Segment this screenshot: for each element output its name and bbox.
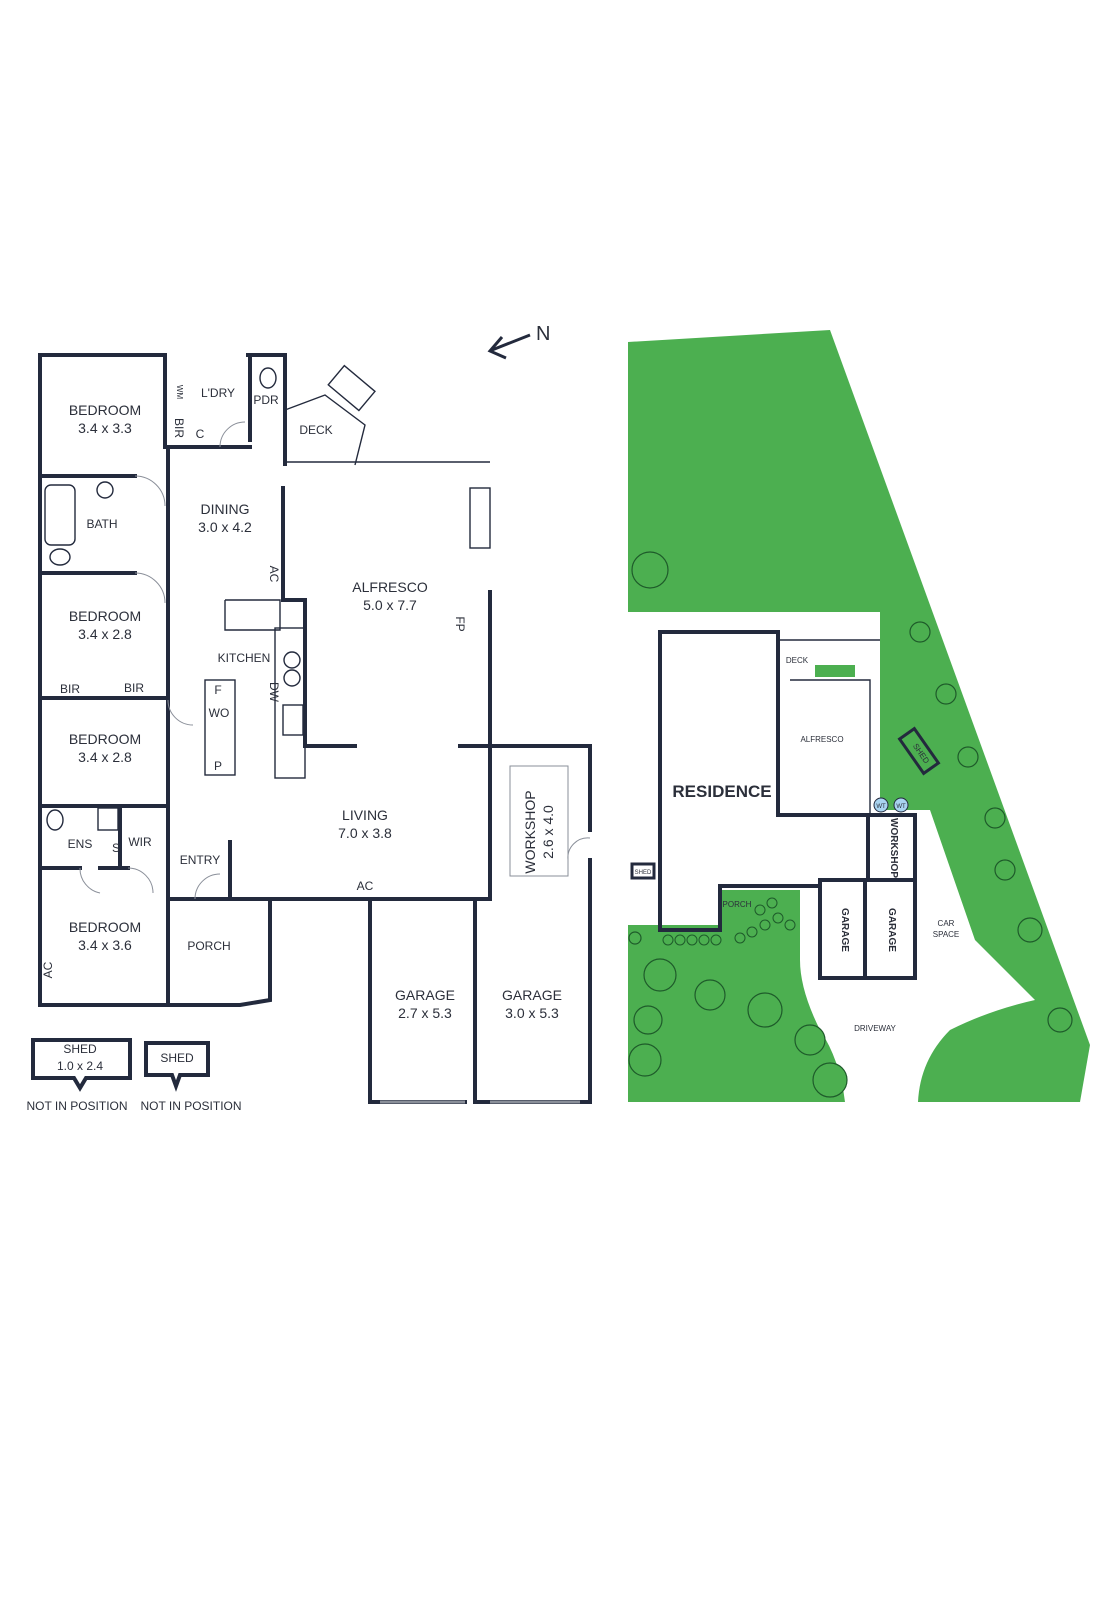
workshop-dim: 2.6 x 4.0	[540, 805, 556, 859]
s-label: S	[112, 841, 120, 855]
site-porch-label: PORCH	[723, 900, 752, 909]
ens-label: ENS	[68, 837, 93, 851]
hedge-icons	[662, 897, 796, 946]
wt1-label: WT	[876, 804, 886, 810]
site-plan-labels: RESIDENCE DECK ALFRESCO SHED SHED WT WT …	[635, 656, 960, 1033]
not-in-position-1: NOT IN POSITION	[26, 1099, 127, 1113]
tree-icons	[628, 551, 1073, 1098]
bedroom2-label: BEDROOM	[69, 608, 141, 624]
bedroom3-label: BEDROOM	[69, 731, 141, 747]
alfresco-label: ALFRESCO	[352, 579, 428, 595]
bir3-label: BIR	[124, 681, 144, 695]
wm-label: WM	[175, 385, 184, 400]
bir1-label: BIR	[172, 418, 186, 438]
site-shed2-label: SHED	[635, 870, 652, 876]
site-garage2-label: GARAGE	[886, 908, 897, 952]
driveway-label: DRIVEWAY	[854, 1024, 896, 1033]
residence-label: RESIDENCE	[672, 782, 771, 801]
bath-label: BATH	[86, 517, 117, 531]
garage1-dim: 2.7 x 5.3	[398, 1005, 452, 1021]
workshop-label: WORKSHOP	[522, 790, 538, 873]
c-label: C	[196, 427, 205, 441]
not-in-position-2: NOT IN POSITION	[140, 1099, 241, 1113]
bedroom1-label: BEDROOM	[69, 402, 141, 418]
north-label: N	[536, 323, 550, 345]
ac2-label: AC	[357, 879, 374, 893]
ac1-label: AC	[267, 566, 281, 583]
fp-label: FP	[453, 616, 467, 631]
wo-label: WO	[209, 706, 230, 720]
living-label: LIVING	[342, 807, 388, 823]
bedroom4-dim: 3.4 x 3.6	[78, 937, 132, 953]
bedroom3-dim: 3.4 x 2.8	[78, 749, 132, 765]
wir-label: WIR	[128, 835, 152, 849]
dining-label: DINING	[201, 501, 250, 517]
bedroom4-label: BEDROOM	[69, 919, 141, 935]
site-alfresco-label: ALFRESCO	[800, 735, 843, 744]
north-arrow-icon	[487, 333, 531, 360]
entry-label: ENTRY	[180, 853, 220, 867]
ac3-label: AC	[41, 961, 55, 978]
site-deck-label: DECK	[786, 656, 809, 665]
bedroom2-dim: 3.4 x 2.8	[78, 626, 132, 642]
sheds	[31, 1038, 210, 1092]
garage1-label: GARAGE	[395, 987, 455, 1003]
living-dim: 7.0 x 3.8	[338, 825, 392, 841]
kitchen-label: KITCHEN	[218, 651, 271, 665]
ldry-label: L'DRY	[201, 386, 235, 400]
floor-plan-walls	[38, 353, 592, 1104]
pdr-label: PDR	[253, 393, 279, 407]
garage2-dim: 3.0 x 5.3	[505, 1005, 559, 1021]
p-label: P	[214, 759, 222, 773]
dw-label: DW	[267, 682, 281, 703]
site-garage1-label: GARAGE	[839, 908, 850, 952]
garage2-label: GARAGE	[502, 987, 562, 1003]
site-plan	[628, 330, 1090, 1102]
deck-label: DECK	[299, 423, 332, 437]
f-label: F	[214, 683, 221, 697]
wt2-label: WT	[896, 804, 906, 810]
shed1-dim: 1.0 x 2.4	[57, 1059, 103, 1073]
driveway-area	[628, 612, 1035, 1102]
site-workshop-label: WORKSHOP	[888, 818, 899, 878]
bir2-label: BIR	[60, 682, 80, 696]
porch-label: PORCH	[187, 939, 230, 953]
floor-plan-labels: BEDROOM 3.4 x 3.3 WM BIR C L'DRY PDR DEC…	[41, 385, 562, 1021]
car-space-label-1: CAR	[938, 919, 955, 928]
shed2-label: SHED	[160, 1051, 194, 1065]
alfresco-dim: 5.0 x 7.7	[363, 597, 417, 613]
bedroom1-dim: 3.4 x 3.3	[78, 420, 132, 436]
car-space-label-2: SPACE	[933, 930, 960, 939]
shed1-label: SHED	[63, 1042, 97, 1056]
dining-dim: 3.0 x 4.2	[198, 519, 252, 535]
